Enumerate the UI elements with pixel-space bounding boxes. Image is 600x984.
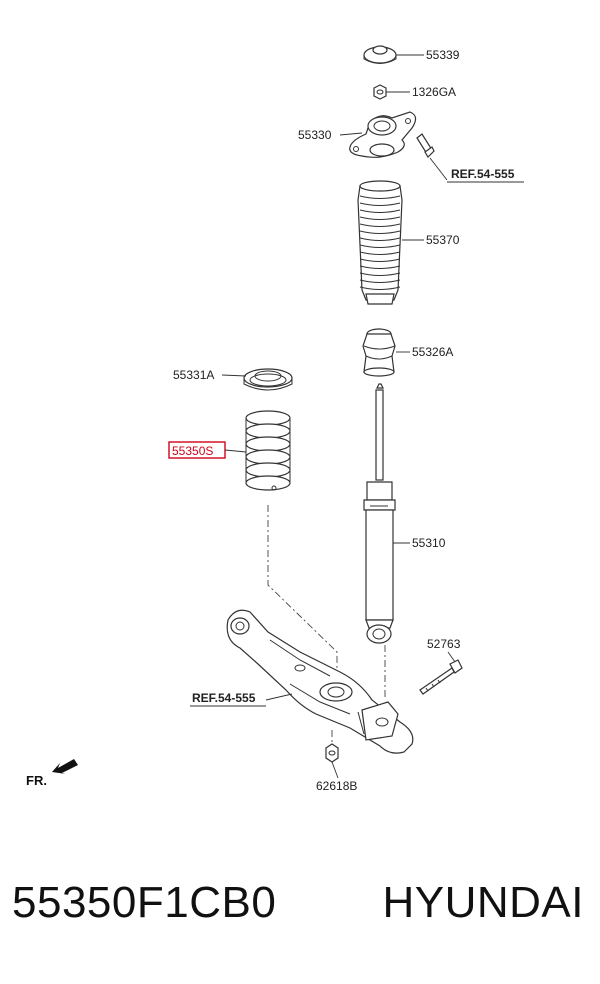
label-62618B: 62618B (316, 779, 357, 793)
label-55330: 55330 (298, 128, 332, 142)
part-55331A-spring-pad (243, 368, 293, 391)
leader-52763 (447, 651, 456, 663)
boot-rib (359, 237, 401, 241)
leader-55350S (224, 449, 247, 453)
leader-55331A (221, 374, 247, 377)
boot-rib (359, 265, 401, 269)
boot-rib (359, 258, 401, 262)
part-mount-bolt (416, 133, 435, 158)
part-52763-bolt (419, 659, 463, 695)
label-52763: 52763 (427, 637, 461, 651)
part-55350S-coil-spring (245, 410, 291, 491)
boot-rib (359, 216, 401, 220)
leader-55330 (339, 132, 363, 136)
boot-rib (359, 230, 401, 234)
label-55331A: 55331A (173, 368, 214, 382)
boot-rib (359, 251, 401, 255)
label-ref-top: REF.54-555 (451, 167, 515, 181)
brand-name: HYUNDAI (382, 878, 584, 927)
boot-rib (359, 286, 401, 290)
label-55339: 55339 (426, 48, 460, 62)
boot-rib (359, 195, 401, 199)
part-55326A-bump-stopper (362, 328, 396, 377)
leader-ref-top (429, 157, 448, 181)
part-1326GA-nut (373, 84, 387, 100)
boot-rib (359, 202, 401, 206)
label-55370: 55370 (426, 233, 460, 247)
dashed-guide-spring (267, 505, 338, 686)
leader-62618B (331, 761, 339, 779)
boot-rib (359, 272, 401, 276)
boot-rib (359, 244, 401, 248)
label-55310: 55310 (412, 536, 446, 550)
part-number: 55350F1CB0 (12, 878, 277, 927)
leader-ref-bottom (265, 693, 293, 701)
label-front-direction: FR. (26, 773, 47, 788)
boot-rib (359, 223, 401, 227)
boot-rib (359, 209, 401, 213)
label-ref-bottom: REF.54-555 (192, 691, 256, 705)
part-55310-shock-absorber (363, 383, 396, 644)
part-55370-dust-boot (357, 180, 403, 305)
caption-bar: 55350F1CB0 HYUNDAI (0, 878, 600, 948)
part-55330-top-mount (349, 111, 417, 158)
part-55339-cap (363, 45, 397, 64)
boot-rib (359, 279, 401, 283)
direction-arrow-icon (52, 759, 78, 774)
label-55326A: 55326A (412, 345, 453, 359)
label-1326GA: 1326GA (412, 85, 456, 99)
label-55350S[interactable]: 55350S (172, 444, 213, 458)
part-62618B-nut (325, 743, 339, 763)
part-lower-control-arm (226, 609, 414, 754)
